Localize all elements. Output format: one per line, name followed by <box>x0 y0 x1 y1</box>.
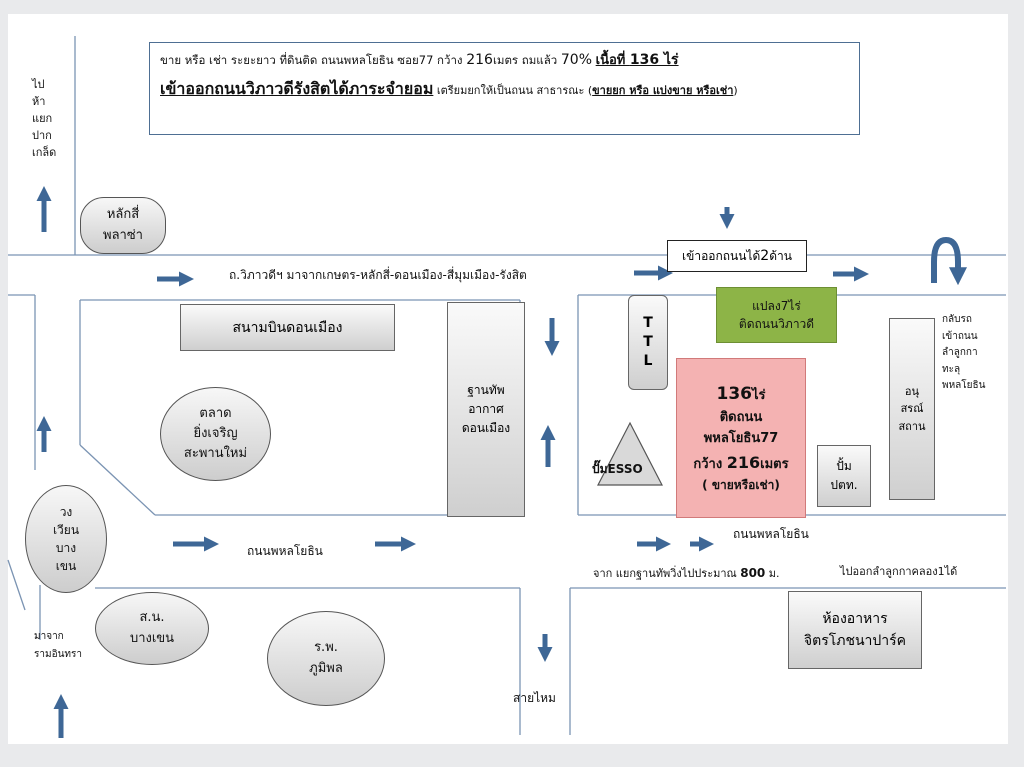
road-label-vibhavadi: ถ.วิภาวดีฯ มาจากเกษตร-หลักสี่-ดอนเมือง-ส… <box>229 268 527 282</box>
air-force-base: ฐานทัพ อากาศ ดอนเมือง <box>447 302 525 517</box>
road-label-phahon-left: ถนนพหลโยธิน <box>247 544 323 558</box>
esso-station-triangle <box>597 421 663 486</box>
uturn-arrow <box>931 236 967 286</box>
sai-mai-label: สายไหม <box>513 691 556 705</box>
esso-label: ปั๊มESSO <box>592 462 643 476</box>
yingcharoen-market: ตลาด ยิ่งเจริญ สะพานใหม่ <box>160 387 271 481</box>
jit-phochana-park-restaurant: ห้องอาหาร จิตรโภชนาปาร์ค <box>788 591 922 669</box>
bhumibol-hospital: ร.พ. ภูมิพล <box>267 611 385 706</box>
to-lamlukka-note: ไปออกลำลูกกาคลอง1ได้ <box>840 565 958 578</box>
main-plot-136-rai: 136ไร่ ติดถนน พหลโยธิน77 กว้าง 216เมตร (… <box>676 358 806 518</box>
uturn-note: กลับรถ เข้าถนน ลำลูกกา ทะลุ พหลโยธิน <box>942 314 986 391</box>
monument: อนุ สรณ์ สถาน <box>889 318 935 500</box>
bangkhen-police-station: ส.น. บางเขน <box>95 592 209 665</box>
road-label-phahon-right: ถนนพหลโยธิน <box>733 527 809 541</box>
left-note: ไป ห้า แยก ปาก เกล็ด <box>32 78 57 160</box>
listing-header: ขาย หรือ เช่า ระยะยาว ที่ดินติด ถนนพหลโย… <box>149 42 860 135</box>
ptt-station: ปั้ม ปตท. <box>817 445 871 507</box>
distance-note: จาก แยกฐานทัพวิ่งไปประมาณ 800 ม. <box>593 566 780 580</box>
don-mueang-airport: สนามบินดอนเมือง <box>180 304 395 351</box>
wongwian-bangkhen: วง เวียน บาง เขน <box>25 485 107 593</box>
from-ramintra-note: มาจาก รามอินทรา <box>34 631 82 660</box>
header-line-1: ขาย หรือ เช่า ระยะยาว ที่ดินติด ถนนพหลโย… <box>160 52 679 68</box>
ttl-building: T T L <box>628 295 668 390</box>
laksi-plaza: หลักสี่ พลาซ่า <box>80 197 166 254</box>
header-line-2: เข้าออกถนนวิภาวดีรังสิตได้ภาระจำยอม เตรี… <box>160 79 738 98</box>
plot-7-rai: แปลง7ไร่ ติดถนนวิภาวดี <box>716 287 837 343</box>
